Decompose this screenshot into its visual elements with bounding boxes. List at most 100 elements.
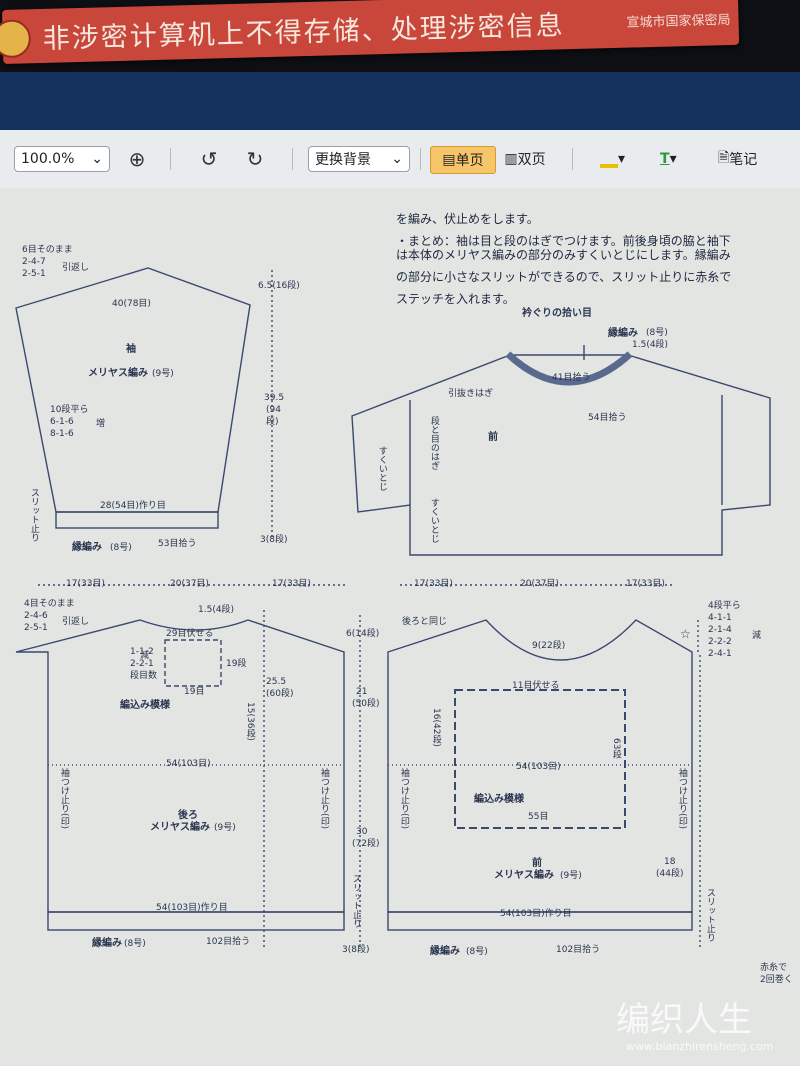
sleeve-stitch: メリヤス編み <box>88 368 148 379</box>
back-h72: (72段) <box>352 839 380 849</box>
back-h50: (50段) <box>352 699 380 709</box>
back-pickup: 102目拾う <box>206 937 251 947</box>
front-red-thread: 赤糸で <box>760 963 788 973</box>
highlighter-button[interactable]: ▾ <box>600 146 642 172</box>
sleeve-inc-3: 8-1-6 <box>50 429 74 439</box>
instruction-line-5: ステッチを入れます。 <box>396 292 515 306</box>
back-rows19: 19段 <box>226 659 247 669</box>
measure-17a: 17(33目) <box>66 579 105 589</box>
front-same-back: 後ろと同じ <box>402 617 448 627</box>
back-side-note-1: 1-1-2 <box>130 647 154 657</box>
sleeve-cast-on: 28(54目)作り目 <box>100 501 166 511</box>
front-bind: 11目伏せる <box>512 681 560 691</box>
zoom-value: 100.0% <box>21 151 75 167</box>
front-dec-5: 2-4-1 <box>708 649 732 659</box>
neck-title: 衿ぐりの拾い目 <box>522 308 592 319</box>
front-slit: スリット止り <box>704 888 715 942</box>
sleeve-top-note-3: 2-5-1 <box>22 269 46 279</box>
highlighter-icon <box>600 164 618 168</box>
note-button[interactable]: 🗎笔记 <box>718 146 784 172</box>
pattern-diagram <box>15 267 771 950</box>
back-h255: 25.5 <box>266 677 287 687</box>
front-neck-depth: 9(22段) <box>532 641 566 651</box>
sleeve-width-top: 40(78目) <box>112 299 151 309</box>
back-side-note-2: 2-2-1 <box>130 659 154 669</box>
front-pattern: 編込み模様 <box>474 794 524 805</box>
single-page-button[interactable]: ▤单页 <box>430 146 496 174</box>
back-title: 後ろ <box>178 810 198 821</box>
front-h18: 18 <box>664 857 676 867</box>
back-h15: 15(36段) <box>244 702 255 741</box>
sleeve-slit: スリット止り <box>28 488 39 542</box>
front-h16: 16(42段) <box>430 708 441 747</box>
text-tool-icon: T <box>660 151 670 167</box>
front-w54: 54(103目) <box>516 762 561 772</box>
rotate-left-icon[interactable]: ↺ <box>200 147 218 171</box>
rotate-right-icon[interactable]: ↻ <box>246 147 264 171</box>
front-sode-1: 袖つけ止り(印) <box>398 768 409 830</box>
sleeve-height-top: 6.5(16段) <box>258 281 300 291</box>
back-stitch: メリヤス編み <box>150 822 210 833</box>
chevron-down-icon: ▾ <box>618 151 626 167</box>
security-warning-sticker: 非涉密计算机上不得存储、处理涉密信息 宣城市国家保密局 <box>0 0 740 64</box>
back-pattern: 編込み模様 <box>120 700 170 711</box>
back-sode-1: 袖つけ止り(印) <box>58 768 69 830</box>
measure-17b: 17(33目) <box>272 579 311 589</box>
warning-org: 宣城市国家保密局 <box>626 12 731 31</box>
change-background-select[interactable]: 更换背景 ⌄ <box>308 146 410 172</box>
text-tool-button[interactable]: T▾ <box>660 146 700 172</box>
measure-17c: 17(33目) <box>414 579 453 589</box>
measure-17d: 17(33目) <box>626 579 665 589</box>
back-cast-on: 54(103目)作り目 <box>156 903 228 913</box>
front-me55: 55目 <box>528 812 549 822</box>
measure-20b: 20(37目) <box>520 579 559 589</box>
instruction-line-1: を編み、伏止めをします。 <box>396 212 539 226</box>
neck-sukui-1: すくいとじ <box>376 446 387 491</box>
window-background <box>0 72 800 130</box>
back-needle: (9号) <box>214 823 236 833</box>
sleeve-top-note-2: 2-4-7 <box>22 257 46 267</box>
front-dec-2: 4-1-1 <box>708 613 732 623</box>
back-w54: 54(103目) <box>166 759 211 769</box>
neck-rib-needle: (8号) <box>646 328 668 338</box>
back-h60: (60段) <box>266 689 294 699</box>
front-dec-1: 4段平ら <box>708 601 741 611</box>
front-gen: 減 <box>752 631 762 641</box>
back-shoulder: 1.5(4段) <box>198 605 235 615</box>
background-label: 更换背景 <box>315 152 371 168</box>
back-hikikaeshi: 引返し <box>62 617 90 627</box>
monitor-top-area: 非涉密计算机上不得存储、处理涉密信息 宣城市国家保密局 <box>0 0 800 72</box>
back-h21: 21 <box>356 687 368 697</box>
sleeve-inc-1: 10段平ら <box>50 405 89 415</box>
instruction-line-2: ・まとめ：袖は目と段のはぎでつけます。前後身頃の脇と袖下 <box>396 234 731 248</box>
chevron-down-icon: ⌄ <box>391 151 403 167</box>
zoom-select[interactable]: 100.0%⌄ <box>14 146 110 172</box>
neck-sukui-2: すくいとじ <box>428 498 439 543</box>
double-page-label: 双页 <box>517 152 546 168</box>
star-icon: ☆ <box>680 627 691 641</box>
sleeve-rib: 縁編み <box>72 542 102 553</box>
double-page-icon: ▥ <box>504 151 518 167</box>
front-rib: 縁編み <box>430 946 460 957</box>
sleeve-rib-height: 3(8段) <box>260 535 288 545</box>
watermark-logo: 编织人生 <box>616 1000 752 1040</box>
sleeve-hikikaeshi: 引返し <box>62 263 90 273</box>
front-pickup: 102目拾う <box>556 945 601 955</box>
zoom-in-icon[interactable]: ⊕ <box>128 147 146 171</box>
front-stitch-note: 2回巻く <box>760 975 793 985</box>
note-icon: 🗎 <box>718 150 730 166</box>
front-dec-3: 2-1-4 <box>708 625 732 635</box>
single-page-icon: ▤ <box>442 152 456 168</box>
back-me19: 19目 <box>184 687 205 697</box>
double-page-button[interactable]: ▥双页 <box>496 146 554 172</box>
back-side-note-3: 段目数 <box>130 671 158 681</box>
back-top-note-2: 2-4-6 <box>24 611 48 621</box>
back-top-note-1: 4目そのまま <box>24 599 75 609</box>
sleeve-inc-2: 6-1-6 <box>50 417 74 427</box>
front-rib-needle: (8号) <box>466 947 488 957</box>
neck-rib-width: 1.5(4段) <box>632 340 669 350</box>
front-needle: (9号) <box>560 871 582 881</box>
chevron-down-icon: ▾ <box>669 151 677 167</box>
instruction-line-4: の部分に小さなスリットができるので、スリット止りに赤糸で <box>396 270 732 284</box>
note-label: 笔记 <box>729 152 758 168</box>
